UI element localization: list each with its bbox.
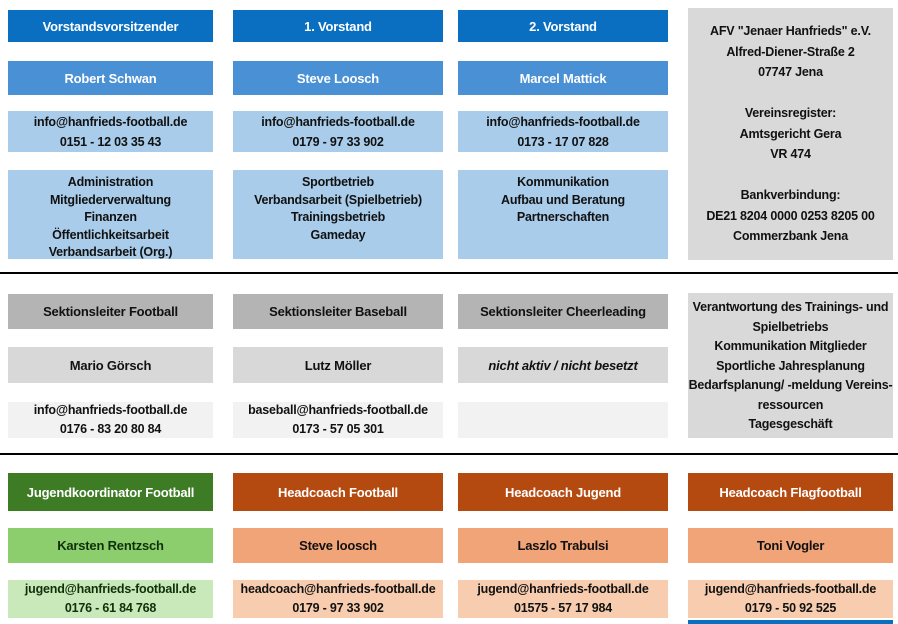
role-header-2-vorstand: 2. Vorstand [458,10,668,42]
person-name: Lutz Möller [233,347,443,383]
contact-box: headcoach@hanfrieds-football.de 0179 - 9… [233,580,443,618]
contact-box: info@hanfrieds-football.de 0173 - 17 07 … [458,111,668,152]
person-name: Toni Vogler [688,528,893,563]
contact-box: baseball@hanfrieds-football.de 0173 - 57… [233,402,443,438]
role-header-headcoach-football: Headcoach Football [233,473,443,511]
role-header-headcoach-flagfootball: Headcoach Flagfootball [688,473,893,511]
partial-next-box-edge [688,620,893,624]
person-name: Marcel Mattick [458,61,668,95]
person-name: Steve Loosch [233,61,443,95]
contact-box: jugend@hanfrieds-football.de 01575 - 57 … [458,580,668,618]
contact-box: info@hanfrieds-football.de 0176 - 83 20 … [8,402,213,438]
section-divider [0,453,898,455]
club-info-box: AFV "Jenaer Hanfrieds" e.V. Alfred-Diene… [688,8,893,260]
tasks-box: Kommunikation Aufbau und Beratung Partne… [458,170,668,259]
person-name: Laszlo Trabulsi [458,528,668,563]
role-header-sektionsleiter-football: Sektionsleiter Football [8,294,213,329]
contact-box: jugend@hanfrieds-football.de 0176 - 61 8… [8,580,213,618]
tasks-box: Sportbetrieb Verbandsarbeit (Spielbetrie… [233,170,443,259]
contact-box: info@hanfrieds-football.de 0179 - 97 33 … [233,111,443,152]
tasks-box: Administration Mitgliederverwaltung Fina… [8,170,213,259]
role-header-headcoach-jugend: Headcoach Jugend [458,473,668,511]
role-header-vorstandsvorsitzender: Vorstandsvorsitzender [8,10,213,42]
person-name: Karsten Rentzsch [8,528,213,563]
role-header-jugendkoordinator-football: Jugendkoordinator Football [8,473,213,511]
contact-box: jugend@hanfrieds-football.de 0179 - 50 9… [688,580,893,618]
person-name: Steve loosch [233,528,443,563]
role-header-1-vorstand: 1. Vorstand [233,10,443,42]
person-name: Robert Schwan [8,61,213,95]
section-divider [0,272,898,274]
role-header-sektionsleiter-cheerleading: Sektionsleiter Cheerleading [458,294,668,329]
sektionsleiter-duties-box: Verantwortung des Trainings- und Spielbe… [688,293,893,438]
contact-box: info@hanfrieds-football.de 0151 - 12 03 … [8,111,213,152]
role-header-sektionsleiter-baseball: Sektionsleiter Baseball [233,294,443,329]
person-name: Mario Görsch [8,347,213,383]
person-name-vacant: nicht aktiv / nicht besetzt [458,347,668,383]
contact-box-empty [458,402,668,438]
